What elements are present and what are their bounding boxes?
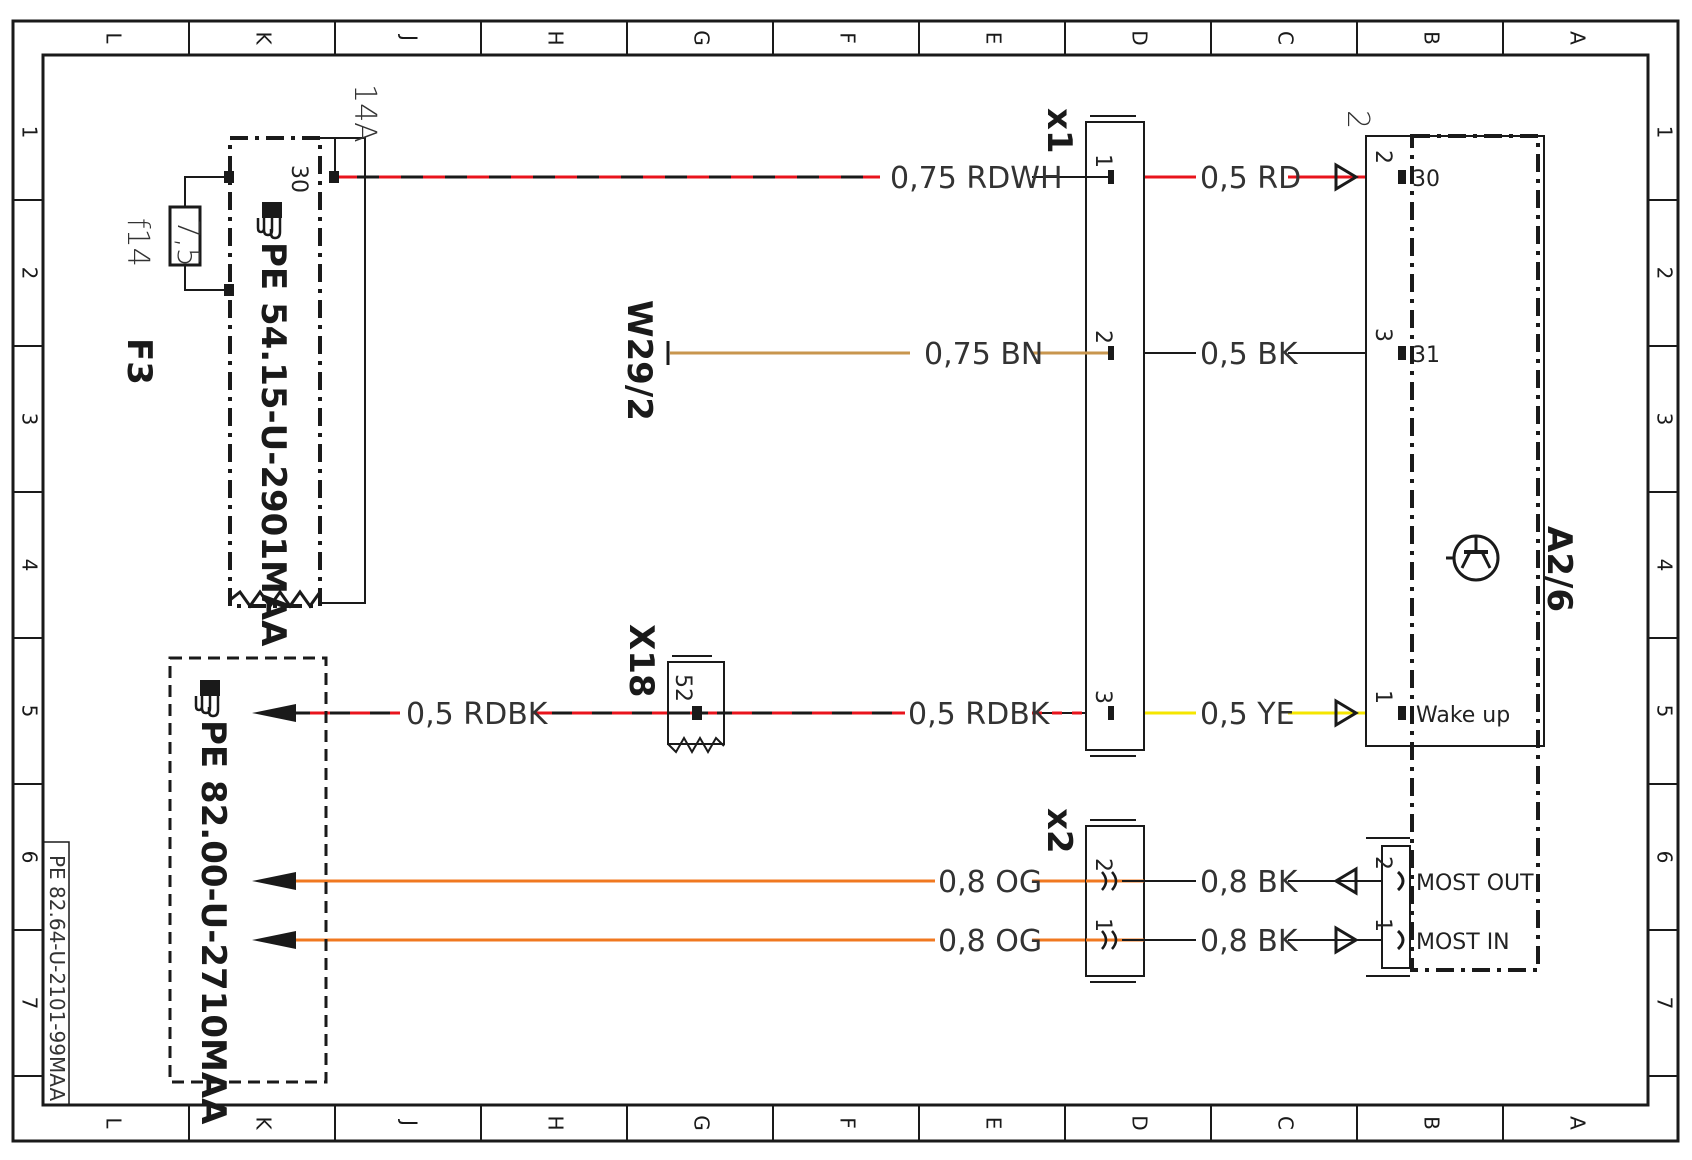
terminal-label: 30 — [1412, 167, 1440, 192]
row-label-left: 4 — [18, 559, 42, 572]
ground-point-w29-2: W29/2 — [619, 300, 670, 421]
a26-pin: 2 — [1370, 856, 1395, 870]
drawing-frame: L K J H G F E D C B A L K J H G F E D C … — [11, 19, 1680, 1143]
col-label-top: C — [1274, 31, 1298, 45]
col-label-bottom: B — [1420, 1116, 1444, 1130]
x2-pin: 2 — [1090, 858, 1115, 872]
wire-label: 0,5 RDBK — [908, 697, 1051, 732]
x1-pin: 3 — [1090, 690, 1115, 704]
col-label-top: L — [102, 32, 126, 44]
wire-label: 0,5 YE — [1200, 697, 1295, 732]
ground-id: W29/2 — [619, 300, 659, 421]
row-label-left: 2 — [18, 267, 42, 280]
col-label-bottom: H — [544, 1115, 568, 1130]
connector-x2: x2 2 1 — [1039, 808, 1145, 983]
col-label-top: E — [982, 32, 1006, 45]
col-label-top: F — [836, 32, 860, 44]
wire-label: 0,5 RDBK — [406, 697, 549, 732]
wire-label: 0,8 BK — [1200, 924, 1299, 959]
fuse-ref: PE 54.15-U-2901MAA — [253, 242, 293, 647]
x18-pin: 52 — [670, 674, 695, 702]
row-label-right: 7 — [1653, 997, 1677, 1010]
col-label-bottom: D — [1128, 1115, 1152, 1130]
connector-x18: 52 X18 — [621, 624, 725, 755]
row-label-left: 3 — [18, 413, 42, 426]
fuse-terminal: 30 — [286, 165, 311, 193]
wire-label: 0,8 BK — [1200, 865, 1299, 900]
col-label-top: G — [690, 30, 714, 46]
transistor-symbol-icon — [1446, 534, 1500, 582]
hand-pointer-icon — [194, 680, 220, 718]
dest-ref: PE 82.00-U-2710MAA — [193, 720, 233, 1125]
row-label-left: 5 — [18, 705, 42, 718]
col-label-bottom: F — [836, 1117, 860, 1129]
fuse-id: f14 — [120, 218, 155, 267]
arrow-icon — [252, 704, 296, 949]
row-label-right: 3 — [1653, 413, 1677, 426]
feed-label: 14A — [347, 84, 382, 143]
wire-label: 0,75 RDWH — [890, 161, 1063, 196]
col-label-top: J — [398, 33, 422, 41]
x2-pin: 1 — [1090, 918, 1115, 932]
wire-label: 0,5 BK — [1200, 337, 1299, 372]
fuse-box-f3: 7,5 f14 F3 30 14A PE 54.15-U-2901MAA — [119, 84, 382, 647]
module-connector: 2 — [1340, 110, 1375, 129]
connector-x18-label: X18 — [621, 624, 661, 698]
wire-label: 0,8 OG — [938, 924, 1042, 959]
wire-labels: 0,75 RDWH 0,5 RD 0,75 BN 0,5 BK 0,5 RDBK… — [400, 160, 1301, 959]
col-label-bottom: L — [102, 1117, 126, 1129]
col-label-top: H — [544, 30, 568, 45]
wires — [290, 175, 1398, 942]
col-label-bottom: C — [1274, 1116, 1298, 1130]
a26-pin: 1 — [1370, 918, 1395, 932]
arrow-icon — [1333, 162, 1359, 955]
fuse-rating: 7,5 — [170, 219, 205, 267]
row-label-right: 4 — [1653, 559, 1677, 572]
wire-label: 0,75 BN — [924, 337, 1043, 372]
fuse-f14 — [168, 205, 202, 267]
a26-pin: 1 — [1370, 690, 1395, 704]
x1-pin: 2 — [1090, 330, 1115, 344]
a26-pin: 3 — [1370, 328, 1395, 342]
terminal-label: MOST OUT — [1416, 871, 1534, 896]
terminal-label: Wake up — [1416, 703, 1510, 728]
row-label-right: 1 — [1653, 126, 1677, 139]
col-label-bottom: J — [398, 1118, 422, 1126]
row-label-left: 7 — [18, 997, 42, 1010]
row-label-right: 2 — [1653, 267, 1677, 280]
terminal-label: MOST IN — [1416, 930, 1510, 955]
row-label-left: 1 — [18, 126, 42, 139]
x1-pin: 1 — [1090, 154, 1115, 168]
connector-x1: x1 1 2 3 — [1032, 108, 1145, 757]
wire-label: 0,8 OG — [938, 865, 1042, 900]
terminal-label: 31 — [1412, 343, 1440, 368]
hand-pointer-icon — [256, 202, 282, 240]
col-label-bottom: K — [252, 1116, 276, 1130]
row-label-right: 5 — [1653, 705, 1677, 718]
col-label-top: B — [1420, 31, 1444, 45]
col-label-top: D — [1128, 30, 1152, 45]
col-label-top: A — [1566, 31, 1590, 45]
module-id: A2/6 — [1539, 526, 1579, 612]
a26-pin: 2 — [1370, 150, 1395, 164]
row-label-right: 6 — [1653, 851, 1677, 864]
col-label-bottom: A — [1566, 1116, 1590, 1130]
col-label-bottom: G — [690, 1115, 714, 1131]
connector-x2-label: x2 — [1039, 808, 1079, 854]
col-label-top: K — [252, 31, 276, 45]
reference-box-pe-82: PE 82.00-U-2710MAA — [168, 656, 328, 1125]
wire-label: 0,5 RD — [1200, 161, 1301, 196]
fuse-box-id: F3 — [119, 338, 159, 385]
col-label-bottom: E — [982, 1117, 1006, 1130]
row-label-left: 6 — [18, 851, 42, 864]
module-a2-6: 2 A2/6 2 3 1 2 1 30 31 Wake up MOST OUT … — [1340, 110, 1579, 977]
connector-x1-label: x1 — [1039, 108, 1079, 154]
doc-reference: PE 82.64-U-2101-99MAA — [45, 855, 69, 1101]
